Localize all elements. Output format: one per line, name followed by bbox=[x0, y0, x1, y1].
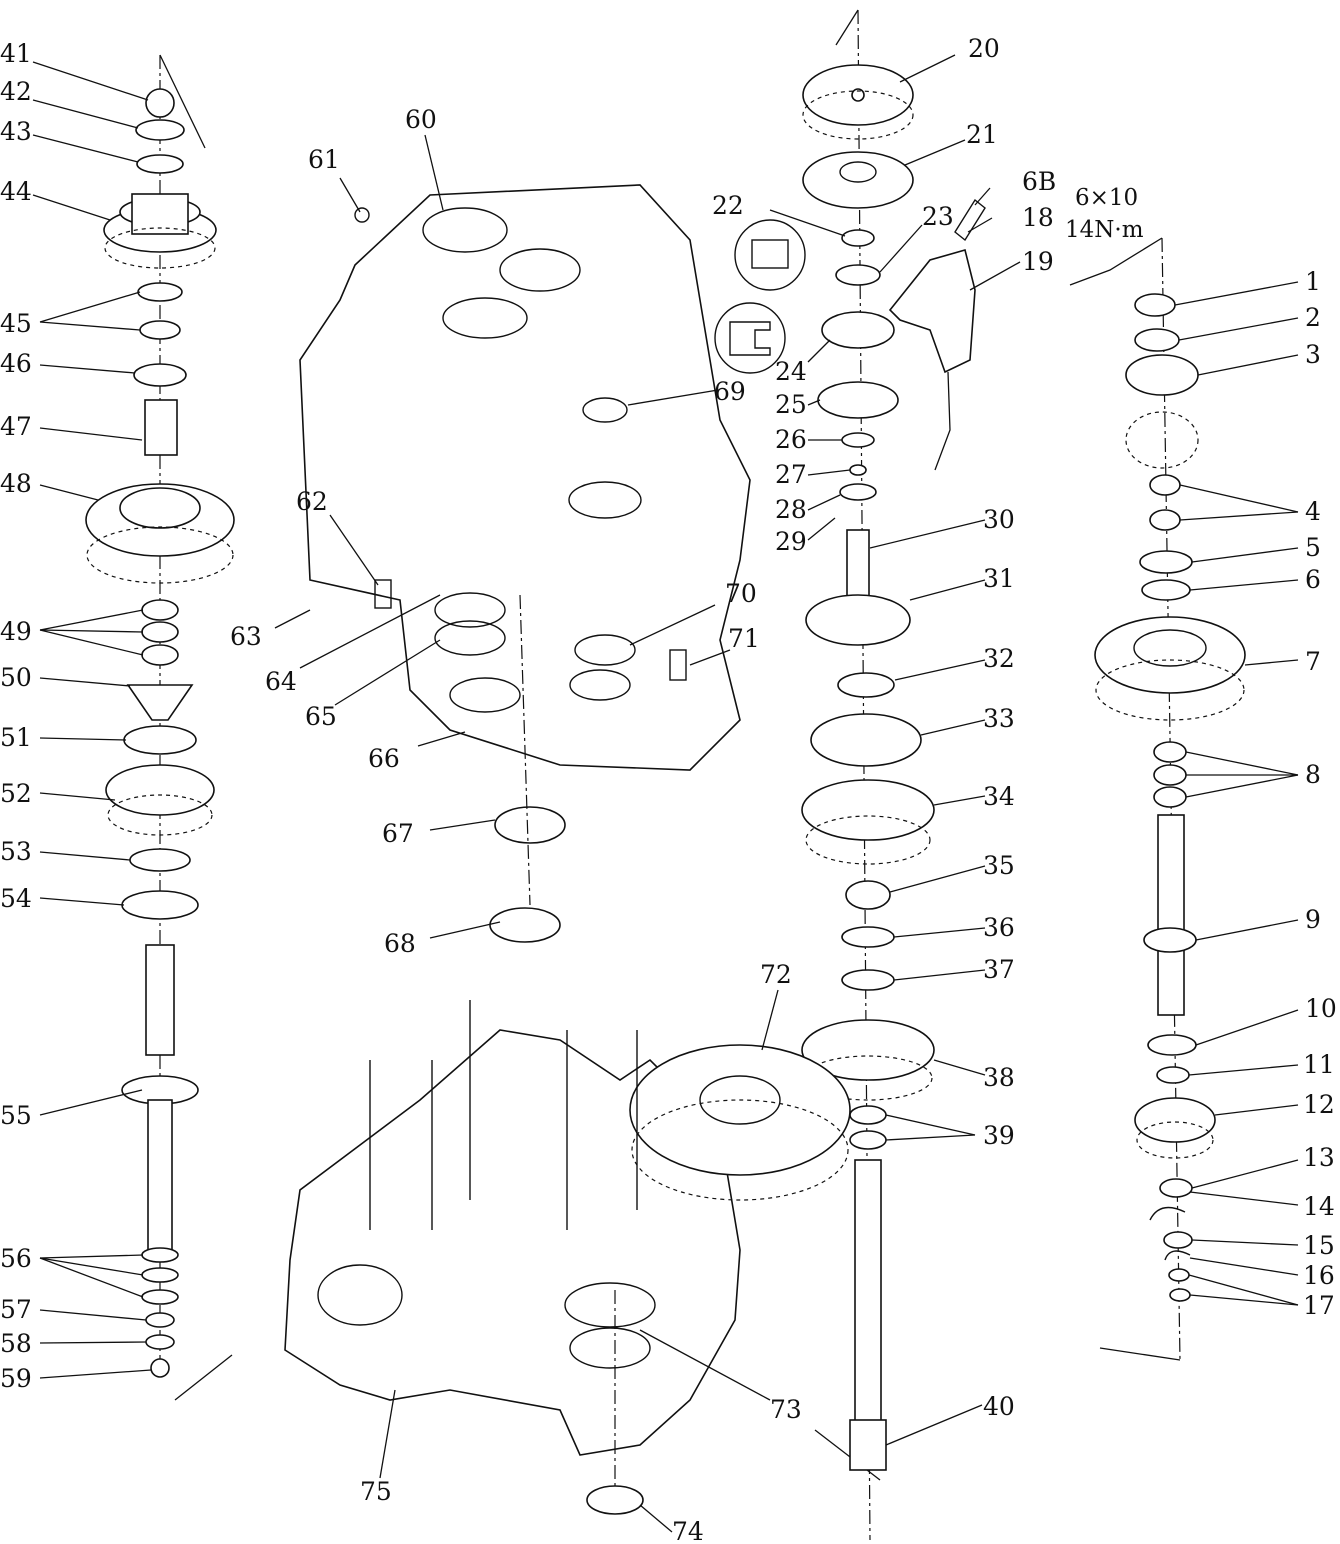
callout-25: 25 bbox=[775, 390, 807, 419]
callout-44: 44 bbox=[0, 177, 32, 206]
callout-33: 33 bbox=[983, 704, 1015, 733]
callout-75: 75 bbox=[360, 1477, 392, 1506]
callout-71: 71 bbox=[728, 624, 760, 653]
callout-37: 37 bbox=[983, 955, 1015, 984]
callout-32: 32 bbox=[983, 644, 1015, 673]
callout-52: 52 bbox=[0, 779, 32, 808]
callout-13: 13 bbox=[1303, 1143, 1335, 1172]
callout-62: 62 bbox=[296, 487, 328, 516]
callout-10: 10 bbox=[1305, 994, 1337, 1023]
callout-22: 22 bbox=[712, 191, 744, 220]
callout-73: 73 bbox=[770, 1395, 802, 1424]
callout-17: 17 bbox=[1303, 1291, 1335, 1320]
callout-34: 34 bbox=[983, 782, 1015, 811]
callout-69: 69 bbox=[714, 377, 746, 406]
callout-5: 5 bbox=[1305, 533, 1321, 562]
callout-68: 68 bbox=[384, 929, 416, 958]
callout-14: 14 bbox=[1303, 1192, 1335, 1221]
callout-41: 41 bbox=[0, 39, 32, 68]
callout-55: 55 bbox=[0, 1101, 32, 1130]
callout-67: 67 bbox=[382, 819, 414, 848]
callout-49: 49 bbox=[0, 617, 32, 646]
callout-12: 12 bbox=[1303, 1090, 1335, 1119]
callout-46: 46 bbox=[0, 349, 32, 378]
callout-11: 11 bbox=[1303, 1050, 1335, 1079]
callout-7: 7 bbox=[1305, 647, 1321, 676]
callout-54: 54 bbox=[0, 884, 32, 913]
callout-18: 18 bbox=[1022, 203, 1054, 232]
callout-6b: 6B bbox=[1022, 167, 1056, 196]
callout-50: 50 bbox=[0, 663, 32, 692]
torque-note-value: 14N·m bbox=[1065, 217, 1144, 243]
callout-8: 8 bbox=[1305, 760, 1321, 789]
lower-housing-assembly bbox=[284, 1000, 851, 1515]
callout-39: 39 bbox=[983, 1121, 1015, 1150]
callout-28: 28 bbox=[775, 495, 807, 524]
callout-31: 31 bbox=[983, 564, 1015, 593]
callout-61: 61 bbox=[308, 145, 340, 174]
callout-45: 45 bbox=[0, 309, 32, 338]
callout-36: 36 bbox=[983, 913, 1015, 942]
callout-24: 24 bbox=[775, 357, 807, 386]
callout-74: 74 bbox=[672, 1517, 704, 1544]
callout-63: 63 bbox=[230, 622, 262, 651]
callout-15: 15 bbox=[1303, 1231, 1335, 1260]
callout-4: 4 bbox=[1305, 497, 1321, 526]
callout-2: 2 bbox=[1305, 303, 1321, 332]
callout-9: 9 bbox=[1305, 905, 1321, 934]
callout-40: 40 bbox=[983, 1392, 1015, 1421]
torque-note-size: 6×10 bbox=[1075, 185, 1138, 211]
callout-64: 64 bbox=[265, 667, 297, 696]
callout-27: 27 bbox=[775, 460, 807, 489]
callout-23: 23 bbox=[922, 202, 954, 231]
callout-1: 1 bbox=[1305, 267, 1321, 296]
callout-58: 58 bbox=[0, 1329, 32, 1358]
callout-59: 59 bbox=[0, 1364, 32, 1393]
callout-3: 3 bbox=[1305, 340, 1321, 369]
callout-66: 66 bbox=[368, 744, 400, 773]
callout-65: 65 bbox=[305, 702, 337, 731]
callout-47: 47 bbox=[0, 412, 32, 441]
callout-43: 43 bbox=[0, 117, 32, 146]
callout-labels: 41 42 43 44 45 46 47 48 49 50 51 52 53 5… bbox=[0, 34, 1337, 1544]
callout-60: 60 bbox=[405, 105, 437, 134]
callout-19: 19 bbox=[1022, 247, 1054, 276]
callout-30: 30 bbox=[983, 505, 1015, 534]
right-shaft-assembly bbox=[1069, 237, 1246, 1361]
callout-38: 38 bbox=[983, 1063, 1015, 1092]
callout-16: 16 bbox=[1303, 1261, 1335, 1290]
callout-20: 20 bbox=[968, 34, 1000, 63]
callout-42: 42 bbox=[0, 77, 32, 106]
callout-57: 57 bbox=[0, 1295, 32, 1324]
callout-51: 51 bbox=[0, 723, 32, 752]
left-shaft-assembly bbox=[85, 54, 235, 1401]
upper-housing-assembly bbox=[299, 184, 751, 943]
callout-21: 21 bbox=[966, 120, 998, 149]
center-shaft-assembly bbox=[714, 9, 986, 1541]
callout-26: 26 bbox=[775, 425, 807, 454]
callout-35: 35 bbox=[983, 851, 1015, 880]
callout-29: 29 bbox=[775, 527, 807, 556]
callout-6: 6 bbox=[1305, 565, 1321, 594]
callout-70: 70 bbox=[725, 579, 757, 608]
leader-lines bbox=[32, 54, 1299, 1533]
callout-56: 56 bbox=[0, 1244, 32, 1273]
callout-72: 72 bbox=[760, 960, 792, 989]
callout-53: 53 bbox=[0, 837, 32, 866]
callout-48: 48 bbox=[0, 469, 32, 498]
